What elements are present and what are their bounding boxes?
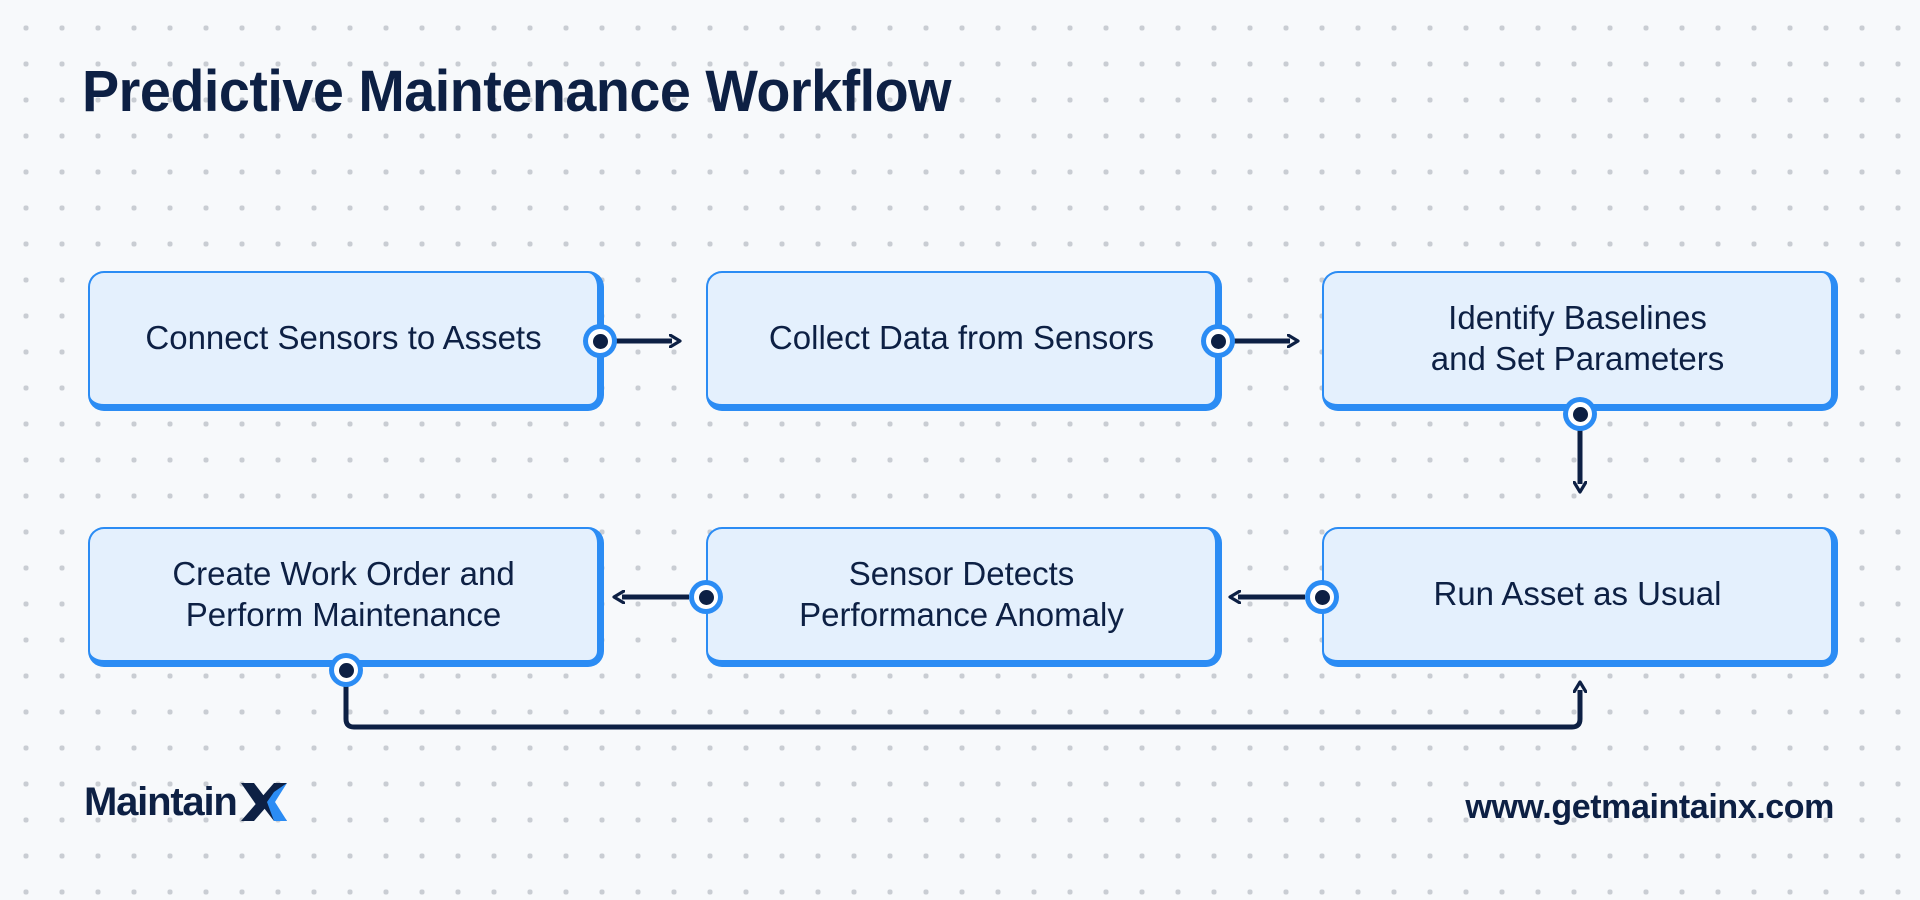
node-label: Collect Data from Sensors: [768, 319, 1155, 357]
connector-dot-baselines-bottom: [1563, 397, 1597, 431]
node-connect-sensors-to-assets[interactable]: Connect Sensors to Assets: [88, 271, 604, 411]
node-label: Connect Sensors to Assets: [145, 319, 542, 357]
maintainx-logo: Maintain: [84, 782, 287, 822]
logo-wordmark: Maintain: [84, 780, 238, 824]
node-sensor-detects-performance-anomaly[interactable]: Sensor Detects Performance Anomaly: [706, 527, 1222, 667]
connector-dot-workorder-bottom: [329, 653, 363, 687]
connector-dot-connect-right: [583, 324, 617, 358]
node-create-work-order-and-perform-maintenance[interactable]: Create Work Order and Perform Maintenanc…: [88, 527, 604, 667]
node-identify-baselines-and-set-parameters[interactable]: Identify Baselines and Set Parameters: [1322, 271, 1838, 411]
connector-dot-collect-right: [1201, 324, 1235, 358]
connector-dot-runasset-left: [1305, 580, 1339, 614]
connector-dot-anomaly-left: [689, 580, 723, 614]
node-label: Create Work Order and Perform Maintenanc…: [172, 555, 515, 633]
node-collect-data-from-sensors[interactable]: Collect Data from Sensors: [706, 271, 1222, 411]
page-title: Predictive Maintenance Workflow: [82, 59, 952, 124]
node-run-asset-as-usual[interactable]: Run Asset as Usual: [1322, 527, 1838, 667]
node-label: Identify Baselines and Set Parameters: [1430, 299, 1725, 377]
edge-workorder-to-runasset-loop: [343, 670, 1580, 730]
website-url: www.getmaintainx.com: [1465, 788, 1834, 826]
node-label: Run Asset as Usual: [1433, 575, 1722, 613]
node-label: Sensor Detects Performance Anomaly: [799, 555, 1124, 633]
logo-x-mark: [240, 783, 287, 821]
